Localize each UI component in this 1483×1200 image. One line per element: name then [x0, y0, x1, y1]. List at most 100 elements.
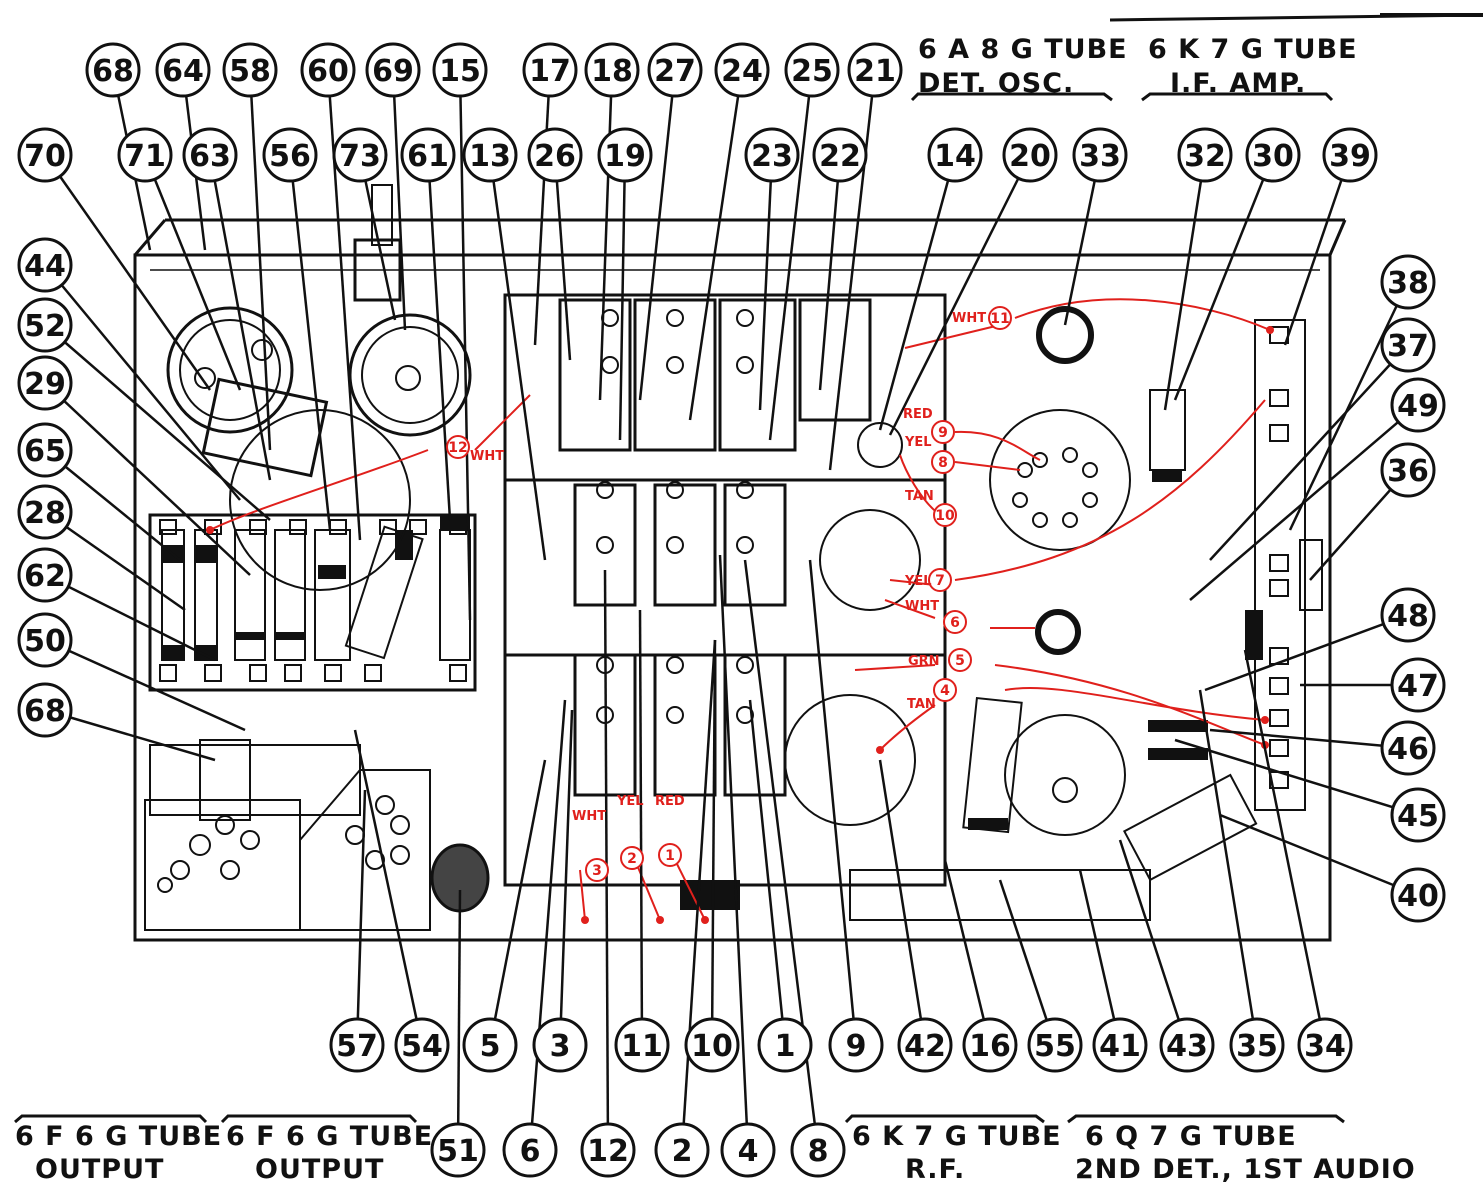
callout-number: 46	[1387, 732, 1429, 767]
leader-line-21	[828, 69, 877, 471]
leader-line-39	[1283, 154, 1352, 346]
wire-tag-color: YEL	[904, 574, 932, 589]
callout-number: 51	[437, 1134, 479, 1169]
leader-line-62	[44, 573, 216, 662]
leader-line-3	[558, 709, 574, 1046]
callout-circle	[897, 1017, 953, 1073]
callout-21: 21	[847, 42, 903, 98]
callout-49: 49	[1390, 377, 1446, 433]
leader-line-29	[44, 382, 251, 576]
callout-9: 9	[828, 1017, 884, 1073]
leader-line-26	[553, 154, 572, 361]
wire-tag-number: 6	[950, 615, 960, 631]
leader-line-1	[748, 699, 787, 1046]
wire-tag-color: TAN	[905, 489, 934, 504]
leader-line-25	[768, 69, 814, 441]
callout-circle	[527, 127, 583, 183]
callout-48: 48	[1380, 587, 1436, 643]
callout-circle	[962, 1017, 1018, 1073]
callout-16: 16	[962, 1017, 1018, 1073]
leader-line-10	[710, 639, 717, 1046]
callout-number: 63	[189, 139, 231, 174]
leader-line-51	[456, 889, 462, 1151]
wire-tag-number: 12	[448, 440, 467, 456]
callout-55: 55	[1027, 1017, 1083, 1073]
callout-number: 27	[654, 54, 696, 89]
wire-tag-color: WHT	[905, 599, 939, 614]
leader-line-18	[598, 69, 614, 401]
leader-line-13	[488, 154, 547, 561]
callout-70: 70	[17, 127, 73, 183]
callout-46: 46	[1380, 720, 1436, 776]
callout-56: 56	[262, 127, 318, 183]
callout-number: 41	[1099, 1029, 1141, 1064]
callout-number: 42	[904, 1029, 946, 1064]
tube-label-6k7g-rf: 6 K 7 G TUBE R.F.	[844, 1114, 1061, 1185]
callout-number: 26	[534, 139, 576, 174]
callout-circle	[1002, 127, 1058, 183]
callout-circle	[720, 1122, 776, 1178]
callout-number: 55	[1034, 1029, 1076, 1064]
callout-number: 29	[24, 367, 66, 402]
wire-tag-circle	[446, 435, 470, 459]
wire-tag-circle	[658, 843, 682, 867]
callout-number: 11	[621, 1029, 663, 1064]
callout-number: 57	[336, 1029, 378, 1064]
tube-label-6k7g-rf-line2: R.F.	[905, 1154, 965, 1185]
callout-circle	[332, 127, 388, 183]
wire-tag-circle	[928, 568, 952, 592]
leader-line-34	[1243, 649, 1327, 1046]
wire-tag-color: GRN	[908, 654, 940, 669]
callout-43: 43	[1159, 1017, 1215, 1073]
callout-number: 40	[1397, 879, 1439, 914]
callout-circle	[400, 127, 456, 183]
callout-circle	[262, 127, 318, 183]
callout-number: 54	[401, 1029, 443, 1064]
callout-circle	[365, 42, 421, 98]
callout-number: 37	[1387, 329, 1429, 364]
callout-33: 33	[1072, 127, 1128, 183]
leader-line-17	[533, 69, 552, 346]
leader-line-33	[1063, 154, 1102, 326]
callout-35: 35	[1229, 1017, 1285, 1073]
wire-tag-number: 8	[938, 455, 948, 471]
callout-circle	[462, 127, 518, 183]
wire-tag-number: 4	[940, 683, 950, 699]
callout-number: 65	[24, 434, 66, 469]
callout-number: 61	[407, 139, 449, 174]
callout-number: 14	[934, 139, 976, 174]
callout-28: 28	[17, 484, 73, 540]
callout-circle	[744, 127, 800, 183]
tube-label-6q7g-line2: 2ND DET., 1ST AUDIO	[1075, 1154, 1416, 1185]
callout-number: 44	[24, 249, 66, 284]
callout-52: 52	[17, 297, 73, 353]
leader-line-35	[1198, 689, 1259, 1046]
callout-11: 11	[614, 1017, 670, 1073]
wire-tag-color: WHT	[572, 809, 606, 824]
leader-line-63	[208, 154, 272, 481]
leader-line-65	[44, 449, 181, 561]
callout-number: 10	[691, 1029, 733, 1064]
callout-26: 26	[527, 127, 583, 183]
leader-line-46	[1209, 728, 1409, 750]
callout-circle	[1159, 1017, 1215, 1073]
callout-54: 54	[394, 1017, 450, 1073]
callout-number: 62	[24, 559, 66, 594]
callout-15: 15	[432, 42, 488, 98]
callout-number: 35	[1236, 1029, 1278, 1064]
callout-13: 13	[462, 127, 518, 183]
callout-number: 32	[1184, 139, 1226, 174]
leader-line-38	[1288, 281, 1410, 531]
callout-41: 41	[1092, 1017, 1148, 1073]
callout-circle	[1380, 442, 1436, 498]
callout-circle	[85, 42, 141, 98]
callout-circle	[17, 237, 73, 293]
leader-line-50	[44, 638, 246, 732]
leader-lines	[43, 69, 1419, 1151]
callout-number: 12	[587, 1134, 629, 1169]
